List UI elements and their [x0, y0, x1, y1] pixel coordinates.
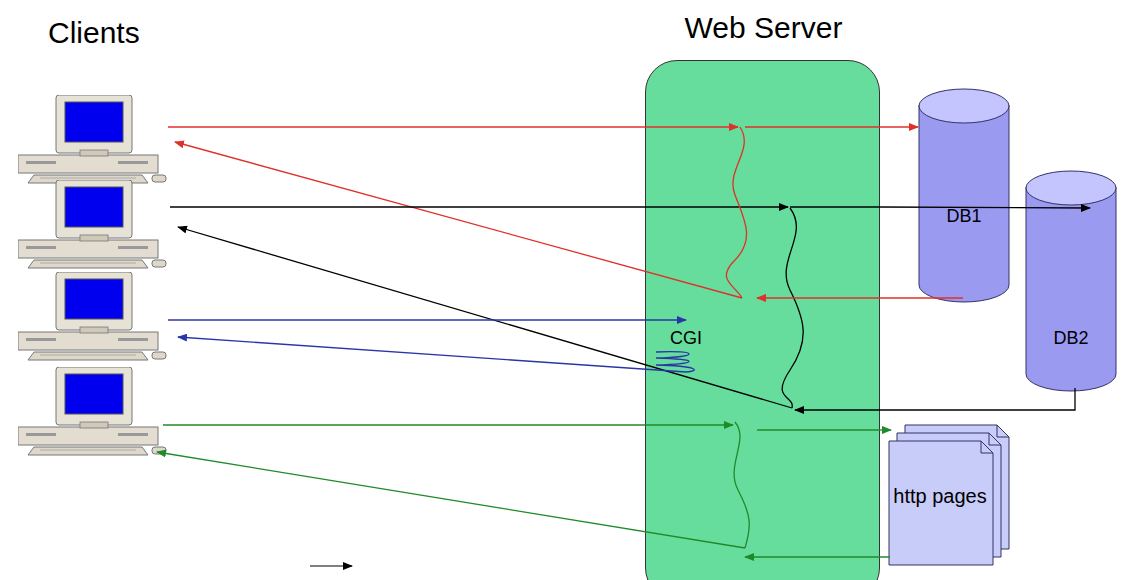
- request-arrow: [745, 556, 890, 557]
- cylinder-outline: [1025, 170, 1117, 392]
- node-label: http pages: [892, 484, 988, 509]
- server-heading: Web Server: [646, 11, 881, 45]
- process-label: CGI: [670, 328, 702, 349]
- request-arrow: [880, 207, 1090, 208]
- cylinder-outline: [918, 88, 1010, 303]
- request-arrow: [880, 126, 918, 127]
- node-label: DB2: [1025, 328, 1117, 349]
- request-arrow: [757, 297, 963, 298]
- database-cylinder: DB1: [918, 88, 1010, 303]
- request-arrow: [880, 429, 891, 430]
- client-computer: [18, 272, 166, 360]
- client-computer: [18, 367, 166, 455]
- group-heading: Clients: [48, 16, 140, 50]
- page-stack: http pages: [888, 424, 1012, 568]
- database-cylinder: DB2: [1025, 170, 1117, 392]
- client-computer: [18, 180, 166, 268]
- client-computer: [18, 95, 166, 183]
- node-label: DB1: [918, 206, 1010, 227]
- request-arrow: [795, 388, 1075, 410]
